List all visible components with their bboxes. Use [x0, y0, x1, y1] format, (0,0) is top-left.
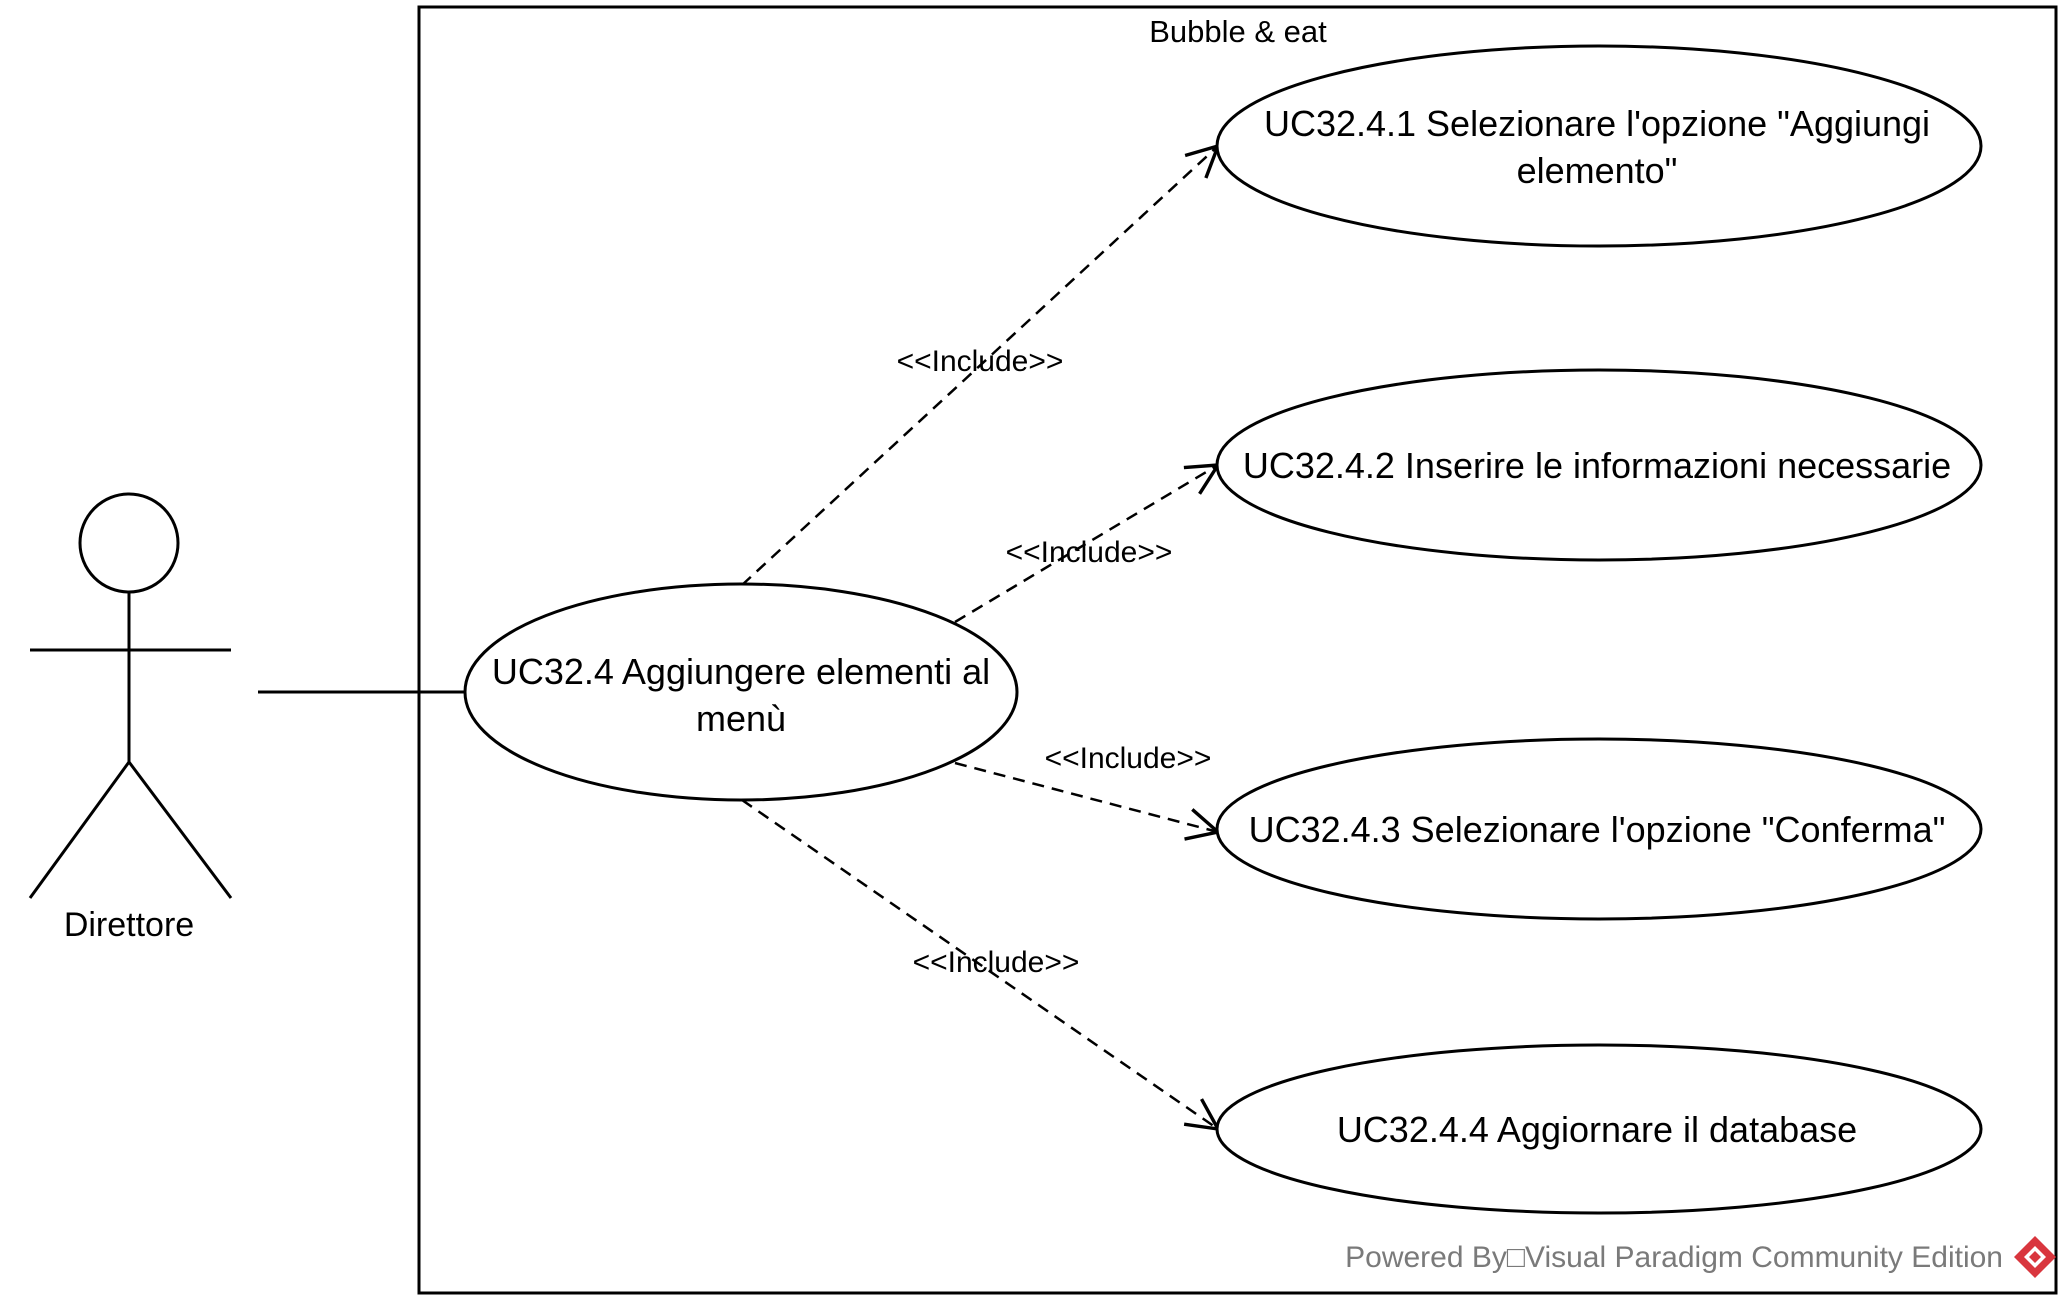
- include-label-2: <<Include>>: [1006, 536, 1173, 569]
- use-case-2-line1: UC32.4.2 Inserire le informazioni necess…: [1243, 445, 1951, 486]
- actor-name: Direttore: [64, 906, 194, 944]
- use-case-4[interactable]: UC32.4.4 Aggiornare il database: [1215, 1043, 1983, 1215]
- use-case-3-ellipse: [1215, 737, 1983, 921]
- include-arrow-3: [954, 761, 1218, 832]
- visual-paradigm-logo-icon: [2014, 1236, 2056, 1278]
- include-arrow-4: [741, 798, 1218, 1129]
- actor-right-leg: [127, 761, 233, 899]
- use-case-1[interactable]: UC32.4.1 Selezionare l'opzione "Aggiungi…: [1215, 44, 1983, 248]
- use-case-4-ellipse: [1215, 1043, 1983, 1215]
- use-case-1-line2: elemento": [1517, 150, 1678, 191]
- include-label-1: <<Include>>: [897, 345, 1064, 378]
- use-case-3[interactable]: UC32.4.3 Selezionare l'opzione "Conferma…: [1215, 737, 1983, 921]
- use-case-1-line1: UC32.4.1 Selezionare l'opzione "Aggiungi: [1264, 103, 1930, 144]
- use-case-3-line1: UC32.4.3 Selezionare l'opzione "Conferma…: [1249, 809, 1946, 850]
- actor-direttore[interactable]: Direttore: [28, 492, 233, 944]
- use-case-main-line2: menù: [696, 698, 786, 739]
- include-label-4: <<Include>>: [913, 946, 1080, 979]
- include-label-3: <<Include>>: [1045, 742, 1212, 775]
- use-case-2[interactable]: UC32.4.2 Inserire le informazioni necess…: [1215, 368, 1983, 562]
- watermark-text: Powered By□Visual Paradigm Community Edi…: [1345, 1241, 2003, 1274]
- use-case-1-ellipse: [1215, 44, 1983, 248]
- include-arrow-2: [954, 465, 1218, 624]
- include-arrow-1: [741, 146, 1218, 586]
- system-title: Bubble & eat: [1149, 14, 1327, 49]
- use-case-main-ellipse: [463, 582, 1019, 802]
- use-case-main[interactable]: UC32.4 Aggiungere elementi al menù: [463, 582, 1019, 802]
- use-case-4-line1: UC32.4.4 Aggiornare il database: [1337, 1109, 1857, 1150]
- use-case-2-ellipse: [1215, 368, 1983, 562]
- use-case-main-line1: UC32.4 Aggiungere elementi al: [492, 651, 990, 692]
- actor-head: [78, 492, 180, 594]
- actor-left-leg: [28, 761, 131, 899]
